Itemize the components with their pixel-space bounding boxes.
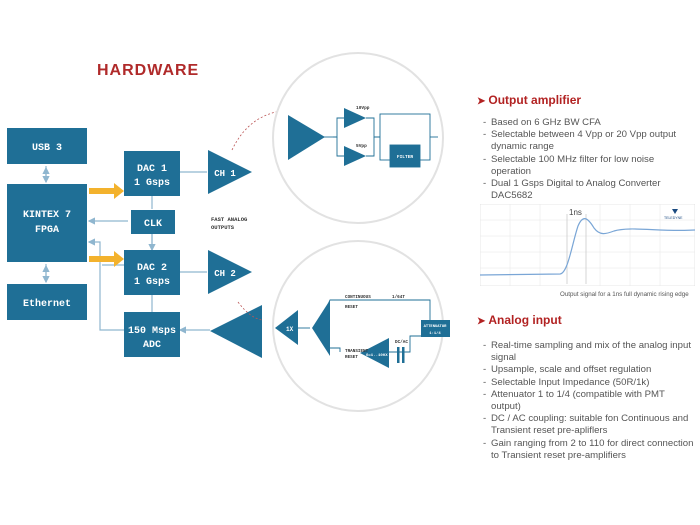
arrow-icon: ➤ [477, 316, 486, 327]
dac2-block [124, 250, 180, 295]
input-1x-amplifier [275, 310, 298, 345]
list-item: Based on 6 GHz BW CFA [477, 117, 695, 129]
dac2-label-1: DAC 2 [137, 263, 167, 274]
input-gain-amplifier [360, 338, 389, 368]
fast-analog-label-1: FAST ANALOG [211, 216, 248, 223]
fpga-label-1: KINTEX 7 [23, 210, 71, 221]
usb3-block [7, 128, 87, 164]
signal-caption: Output signal for a 1ns full dynamic ris… [560, 291, 689, 298]
input-amplifier [210, 305, 262, 358]
adc-fpga-link [87, 238, 124, 331]
output-main-amplifier [288, 115, 325, 160]
filter-block [390, 145, 420, 167]
fpga-dac1-arrow [89, 183, 124, 199]
teledyne-logo: TELEDYNE [664, 209, 683, 220]
dac1-label-1: DAC 1 [137, 164, 167, 175]
list-item: DC / AC coupling: suitable fon Continuou… [477, 413, 695, 437]
attenuator-block [421, 320, 450, 337]
filter-label: FILTER [397, 154, 414, 160]
ch1-label: CH 1 [214, 169, 236, 179]
output-5vpp-amplifier [344, 146, 366, 166]
output-signal-plot: 1ns TELEDYNE [480, 204, 695, 286]
coupling-cap-left [397, 347, 400, 363]
clk-label: CLK [144, 219, 162, 230]
zoom-circle-input [272, 240, 444, 412]
clk-block [131, 210, 175, 234]
output-amplifier-heading: ➤Output amplifier [477, 93, 581, 107]
adc-block [124, 312, 180, 357]
continuous-label: CONTINUOUS [345, 295, 371, 300]
ch1-amplifier [208, 150, 252, 194]
vpp-5-label: 5Vpp [356, 143, 367, 149]
reset-label: RESET [345, 305, 358, 310]
logo-text: TELEDYNE [664, 216, 683, 220]
list-item: Selectable Input Impedance (50R/1k) [477, 377, 695, 389]
fast-analog-label-2: OUTPUTS [211, 224, 235, 231]
zoom-arc-top [231, 109, 291, 151]
zoom-arc-bottom [237, 301, 263, 321]
ethernet-label: Ethernet [23, 298, 71, 310]
one-x-label: 1X [286, 326, 294, 333]
output-amplifier-heading-text: Output amplifier [488, 93, 582, 107]
one-sixtyfour-label: 1/64T [392, 295, 405, 300]
attenuator-label-1: ATTENUATOR [424, 325, 448, 329]
arrow-icon: ➤ [477, 96, 486, 107]
fpga-block [7, 184, 87, 262]
adc-label-2: ADC [143, 340, 161, 351]
transient-label: TRANSIENT [345, 349, 369, 354]
list-item: Gain ranging from 2 to 110 for direct co… [477, 438, 695, 462]
input-stage-amplifier [312, 300, 330, 356]
fpga-label-2: FPGA [35, 225, 59, 236]
list-item: Selectable between 4 Vpp or 20 Vpp outpu… [477, 129, 695, 153]
attenuator-label-2: 1:1/4 [429, 331, 441, 336]
vpp-10-label: 10Vpp [356, 105, 370, 111]
output-amplifier-list: Based on 6 GHz BW CFA Selectable between… [477, 117, 695, 202]
dac1-label-2: 1 Gsps [134, 178, 170, 189]
marker-1ns-label: 1ns [569, 208, 582, 217]
dac1-block [124, 151, 180, 196]
ch2-label: CH 2 [214, 269, 236, 279]
hardware-block-diagram: USB 3 KINTEX 7 FPGA Ethernet DAC 1 1 Gsp… [7, 52, 450, 412]
zoom-circle-output [272, 52, 444, 224]
output-10vpp-amplifier [344, 108, 366, 128]
ch2-amplifier [208, 250, 252, 294]
analog-input-heading-text: Analog input [488, 313, 562, 327]
list-item: Upsample, scale and offset regulation [477, 364, 695, 376]
analog-input-heading: ➤Analog input [477, 313, 562, 327]
usb3-label: USB 3 [32, 143, 62, 154]
signal-curve [480, 218, 695, 276]
dac2-label-2: 1 Gsps [134, 277, 170, 288]
page-title: HARDWARE [97, 62, 200, 79]
list-item: Selectable 100 MHz filter for low noise … [477, 154, 695, 178]
coupling-cap-right [402, 347, 405, 363]
dcac-label: DC/AC [395, 340, 408, 345]
adc-label-1: 150 Msps [128, 326, 176, 337]
list-item: Dual 1 Gsps Digital to Analog Converter … [477, 178, 695, 202]
ethernet-block [7, 284, 87, 320]
analog-input-list: Real-time sampling and mix of the analog… [477, 340, 695, 462]
gain-label: G=1..100X [366, 354, 388, 358]
list-item: Real-time sampling and mix of the analog… [477, 340, 695, 364]
fpga-dac2-arrow [89, 251, 124, 267]
reset2-label: RESET [345, 355, 358, 360]
list-item: Attenuator 1 to 1/4 (compatible with PMT… [477, 389, 695, 413]
